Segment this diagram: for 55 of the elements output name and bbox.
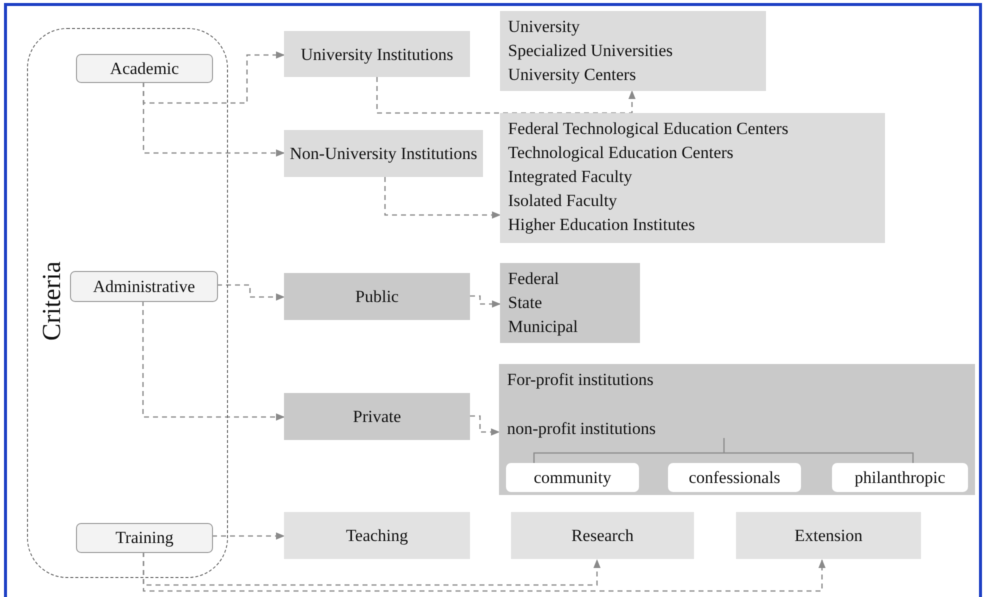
dashed-arrow: [142, 552, 826, 592]
box-label: philanthropic: [854, 466, 946, 489]
vertical-title: Criteria: [37, 261, 67, 341]
box-label: Administrative: [93, 276, 195, 296]
subtype-box: [832, 463, 968, 492]
box-label: University Institutions: [300, 44, 454, 66]
dashed-arrow: [142, 51, 285, 104]
function-box: [511, 512, 694, 559]
box-label: Academic: [110, 58, 179, 78]
box-label: Non-University Institutions: [290, 143, 478, 165]
list-item: non-profit institutions: [507, 418, 657, 440]
box-label: confessionals: [688, 466, 780, 488]
category-box: [70, 271, 218, 302]
list-item: Integrated Faculty: [508, 166, 634, 188]
list-item: Specialized Universities: [508, 40, 674, 62]
box-label: Extension: [794, 525, 862, 547]
dashed-arrow: [470, 415, 500, 436]
type-box: [284, 130, 483, 177]
type-box: [284, 393, 470, 440]
list-item: University Centers: [508, 64, 637, 86]
list-item: Federal: [508, 268, 560, 290]
dashed-group-frame: [27, 28, 228, 578]
dashed-arrow: [376, 77, 636, 114]
dashed-arrow: [384, 177, 501, 219]
box-label: Teaching: [346, 525, 408, 547]
list-item: Federal Technological Education Centers: [508, 118, 790, 140]
dashed-arrow: [217, 284, 285, 301]
box-label: community: [534, 466, 612, 489]
box-label: Private: [352, 406, 402, 428]
list-item: For-profit institutions: [507, 369, 655, 391]
function-box: [284, 512, 470, 559]
list-item: Technological Education Centers: [508, 142, 734, 164]
category-box: [76, 54, 213, 83]
dashed-arrow: [212, 532, 285, 540]
list-box: [500, 11, 766, 91]
type-box: [284, 31, 470, 77]
subtype-box: [668, 463, 801, 492]
list-item: Higher Education Institutes: [508, 214, 696, 236]
list-box: [500, 113, 885, 243]
list-item: Municipal: [508, 316, 579, 338]
dashed-arrow: [142, 82, 285, 157]
subtype-box: [506, 463, 639, 492]
dashed-arrow: [142, 301, 285, 421]
list-item: Isolated Faculty: [508, 190, 618, 212]
list-item: University: [508, 16, 581, 38]
list-box: [499, 364, 975, 495]
category-box: [76, 523, 213, 553]
dashed-arrow: [470, 295, 501, 308]
list-item: State: [508, 292, 543, 314]
box-label: Training: [116, 528, 174, 548]
box-label: Public: [355, 286, 399, 308]
type-box: [284, 273, 470, 320]
function-box: [736, 512, 921, 559]
box-label: Research: [571, 525, 634, 547]
list-box: [500, 263, 640, 343]
